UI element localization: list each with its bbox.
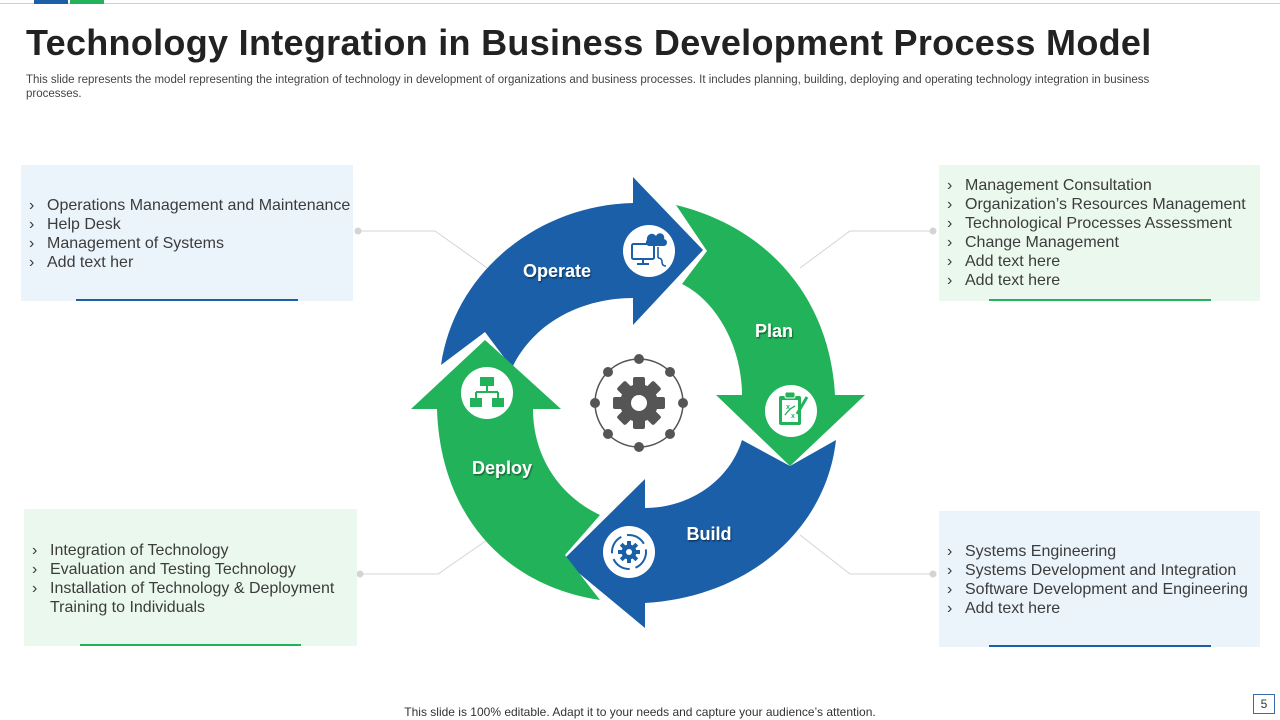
list-item: Operations Management and Maintenance <box>21 196 350 215</box>
deploy-box: Integration of Technology Evaluation and… <box>24 509 357 646</box>
deploy-arrow <box>411 340 600 600</box>
slide-title: Technology Integration in Business Devel… <box>26 22 1152 63</box>
stage-label-build: Build <box>687 524 732 544</box>
gear-cycle-icon <box>603 526 655 578</box>
list-item: Add text here <box>939 599 1248 618</box>
build-list: Systems Engineering Systems Development … <box>939 542 1248 618</box>
list-item: Organization’s Resources Management <box>939 195 1246 214</box>
strategy-clipboard-icon: x x <box>765 385 817 437</box>
stage-label-operate: Operate <box>523 261 591 281</box>
top-rule <box>0 3 1280 4</box>
list-item: Add text here <box>939 271 1246 290</box>
list-item: Systems Engineering <box>939 542 1248 561</box>
accent-tab-green <box>70 0 104 4</box>
page-number: 5 <box>1253 694 1275 714</box>
slide-subtitle: This slide represents the model represen… <box>26 74 1150 100</box>
build-arrow <box>563 440 836 628</box>
list-item: Installation of Technology & Deployment … <box>24 579 344 617</box>
connector-plan <box>799 230 933 269</box>
svg-text:x: x <box>786 404 790 411</box>
list-item: Management of Systems <box>21 234 350 253</box>
operate-arrow <box>441 177 703 368</box>
list-item: Change Management <box>939 233 1246 252</box>
computer-cloud-icon <box>623 225 675 277</box>
hierarchy-icon <box>461 367 513 419</box>
plan-arrow <box>676 205 865 466</box>
connector-dot-build <box>929 570 937 578</box>
connector-operate <box>358 230 491 271</box>
list-item: Add text her <box>21 253 350 272</box>
list-item: Systems Development and Integration <box>939 561 1248 580</box>
build-box: Systems Engineering Systems Development … <box>939 511 1260 647</box>
stage-label-plan: Plan <box>755 321 793 341</box>
connector-dot-operate <box>354 227 362 235</box>
list-item: Add text here <box>939 252 1246 271</box>
connector-dot-deploy <box>356 570 364 578</box>
list-item: Technological Processes Assessment <box>939 214 1246 233</box>
footer-note: This slide is 100% editable. Adapt it to… <box>404 705 876 719</box>
list-item: Management Consultation <box>939 176 1246 195</box>
build-box-underline <box>989 645 1211 647</box>
stage-label-deploy: Deploy <box>472 458 532 478</box>
deploy-box-underline <box>80 644 301 646</box>
operate-box-underline <box>76 299 298 301</box>
connector-dot-plan <box>929 227 937 235</box>
gear-network-icon <box>590 354 688 452</box>
list-item: Evaluation and Testing Technology <box>24 560 344 579</box>
plan-list: Management Consultation Organization’s R… <box>939 176 1246 290</box>
list-item: Integration of Technology <box>24 541 344 560</box>
connector-build <box>799 534 933 575</box>
list-item: Software Development and Engineering <box>939 580 1248 599</box>
operate-list: Operations Management and Maintenance He… <box>21 196 350 272</box>
accent-tab-blue <box>34 0 68 4</box>
svg-text:x: x <box>791 413 795 420</box>
list-item: Help Desk <box>21 215 350 234</box>
plan-box: Management Consultation Organization’s R… <box>939 165 1260 301</box>
deploy-list: Integration of Technology Evaluation and… <box>24 541 344 617</box>
connector-deploy <box>360 537 491 575</box>
operate-box: Operations Management and Maintenance He… <box>21 165 353 301</box>
plan-box-underline <box>989 299 1211 301</box>
